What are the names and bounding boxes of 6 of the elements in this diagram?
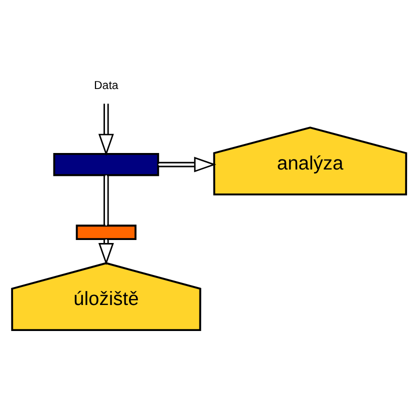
node-bar (76, 224, 136, 240)
connector (104, 174, 109, 226)
arrow (158, 156, 216, 172)
node-text: Data (94, 80, 118, 92)
node-bar (53, 152, 160, 176)
arrow (98, 103, 114, 156)
